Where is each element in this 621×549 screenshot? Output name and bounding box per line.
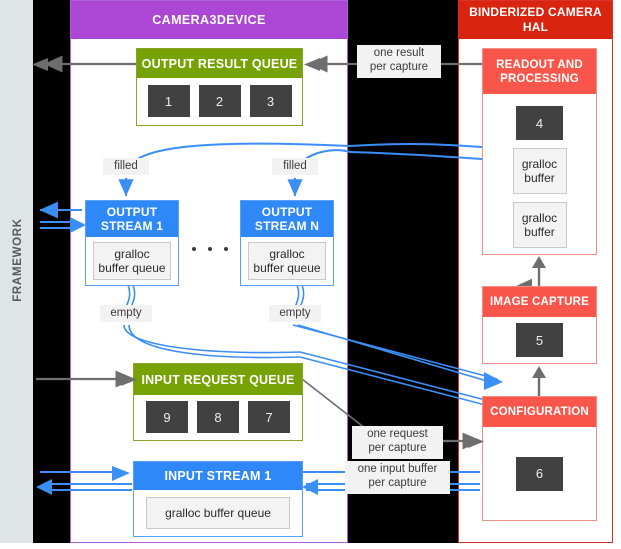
output-stream-n-gralloc-buffer-queue: gralloc buffer queue	[248, 241, 326, 280]
image-capture[interactable]: IMAGE CAPTURE 5	[482, 286, 597, 364]
image-capture-title: IMAGE CAPTURE	[483, 287, 596, 317]
camera3device-title: CAMERA3DEVICE	[71, 1, 347, 39]
hal-title-line2: HAL	[522, 20, 549, 34]
input-request-queue[interactable]: INPUT REQUEST QUEUE 9 8 7	[133, 363, 303, 441]
output-result-queue[interactable]: OUTPUT RESULT QUEUE 1 2 3	[136, 48, 303, 126]
gralloc-label-line2: buffer queue	[98, 260, 166, 275]
request-chip: 9	[146, 401, 188, 433]
label-one-input-buffer-per-capture: one input buffer per capture	[345, 461, 450, 494]
output-stream-n[interactable]: OUTPUT STREAM N gralloc buffer queue	[240, 200, 334, 286]
readout-title-line2: PROCESSING	[500, 72, 579, 85]
output-stream-1-title-line2: STREAM 1	[100, 219, 164, 233]
label-empty-stream-n: empty	[269, 305, 321, 322]
readout-gralloc-buffer-2: gralloc buffer	[512, 202, 567, 248]
gralloc-label-line1: gralloc	[269, 246, 305, 261]
framework-band: FRAMEWORK	[0, 0, 33, 543]
gralloc-label-line2: buffer	[524, 225, 555, 239]
configuration-title: CONFIGURATION	[483, 397, 596, 427]
streams-ellipsis	[192, 247, 228, 251]
gralloc-label-line1: gralloc	[521, 157, 558, 171]
one-input-buffer-line2: per capture	[368, 477, 427, 489]
gralloc-label-line2: buffer queue	[253, 260, 321, 275]
one-request-line1: one request	[367, 428, 428, 440]
binderized-camera-hal-title: BINDERIZED CAMERA HAL	[459, 1, 612, 39]
input-stream-1-title: INPUT STREAM 1	[134, 462, 302, 490]
one-input-buffer-line1: one input buffer	[357, 463, 438, 475]
label-filled-stream-n: filled	[272, 158, 318, 175]
gralloc-label-line1: gralloc	[114, 246, 150, 261]
result-chip: 2	[198, 85, 241, 117]
readout-title-line1: READOUT AND	[496, 58, 583, 71]
result-chip: 1	[147, 85, 190, 117]
input-stream-1[interactable]: INPUT STREAM 1 gralloc buffer queue	[133, 461, 303, 537]
request-chip: 7	[248, 401, 290, 433]
configuration-chip: 6	[516, 456, 563, 491]
framework-label: FRAMEWORK	[12, 218, 24, 302]
one-result-line2: per capture	[369, 61, 429, 73]
label-empty-stream-1: empty	[100, 305, 152, 322]
output-stream-1-title: OUTPUT STREAM 1	[86, 201, 178, 237]
readout-and-processing-title: READOUT AND PROCESSING	[483, 49, 596, 94]
output-stream-n-title: OUTPUT STREAM N	[241, 201, 333, 237]
output-result-queue-chips: 1 2 3	[147, 85, 292, 117]
readout-and-processing[interactable]: READOUT AND PROCESSING 4 gralloc buffer …	[482, 48, 597, 255]
readout-gralloc-buffer-1: gralloc buffer	[512, 148, 567, 194]
request-chip: 8	[197, 401, 239, 433]
result-chip: 3	[249, 85, 292, 117]
output-stream-1[interactable]: OUTPUT STREAM 1 gralloc buffer queue	[85, 200, 179, 286]
label-one-request-per-capture: one request per capture	[352, 426, 443, 459]
output-stream-n-title-line1: OUTPUT	[261, 205, 313, 219]
input-request-queue-chips: 9 8 7	[146, 401, 290, 433]
output-stream-1-title-line1: OUTPUT	[106, 205, 158, 219]
gralloc-label-line1: gralloc	[521, 211, 558, 225]
image-capture-chip: 5	[516, 323, 563, 357]
one-result-line1: one result	[373, 47, 425, 59]
input-request-queue-title: INPUT REQUEST QUEUE	[134, 364, 302, 395]
readout-chip: 4	[516, 106, 563, 140]
label-filled-stream-1: filled	[103, 158, 149, 175]
input-stream-1-gralloc-buffer-queue: gralloc buffer queue	[146, 497, 290, 529]
configuration[interactable]: CONFIGURATION 6	[482, 396, 597, 521]
one-request-line2: per capture	[368, 442, 427, 454]
hal-title-line1: BINDERIZED CAMERA	[469, 5, 602, 19]
output-result-queue-title: OUTPUT RESULT QUEUE	[137, 49, 302, 78]
gralloc-label-line2: buffer	[524, 171, 555, 185]
black-gap-left	[33, 0, 70, 543]
output-stream-n-title-line2: STREAM N	[254, 219, 320, 233]
label-one-result-per-capture: one result per capture	[357, 45, 441, 78]
output-stream-1-gralloc-buffer-queue: gralloc buffer queue	[93, 241, 171, 280]
